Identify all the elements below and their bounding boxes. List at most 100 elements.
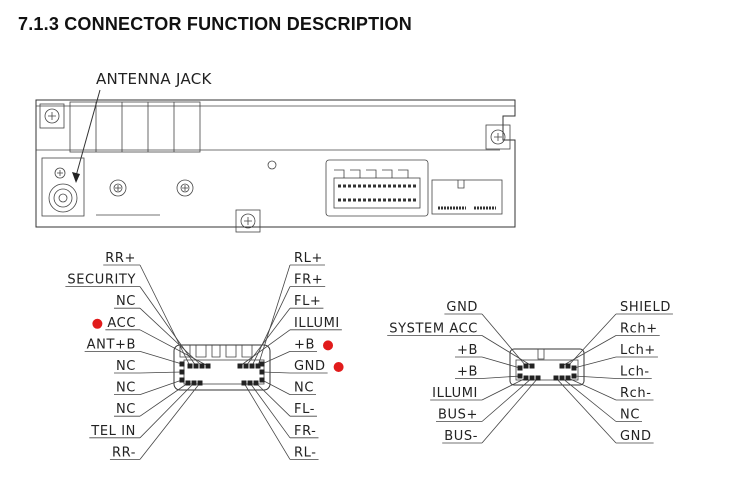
pin-marker [517,365,523,371]
leader-line [139,351,183,365]
pin-marker [535,375,541,381]
conn-a-pin-label-right-frplus: FR+ [294,273,323,288]
pin-marker [247,380,253,386]
pin-marker [559,375,565,381]
conn-b-pin-label-left-plusb: +B [457,365,478,380]
leader-line [261,351,291,365]
connector-a-labels: RR+ SECURITY NC ACC ANT+B NC NC NC TEL IN RR- RL+ F… [67,251,344,460]
conn-b-pin-label-left-plusb: +B [457,343,478,358]
leader-line [481,356,521,369]
screw-icon [485,124,511,150]
conn-a-pin-label-left-nc: NC [116,402,136,417]
leader-line [567,377,617,401]
connector-a-leader-lines [65,264,342,460]
leader-line [481,375,521,379]
leader-line [139,382,195,439]
pin-marker [559,363,565,369]
conn-a-pin-label-right-rlplus: RL+ [294,251,323,266]
connector-b-leader-lines [387,313,673,444]
heatsink-fins [69,101,201,153]
conn-b-pin-label-right-nc: NC [620,408,640,423]
leader-line [139,264,191,367]
pin-marker [253,380,259,386]
conn-b-pin-label-left-gnd: GND [446,300,478,315]
leader-line [139,371,183,374]
highlight-dot [323,340,334,351]
leader-line [249,382,291,439]
pin-marker [255,363,261,369]
pin-marker [191,380,197,386]
screw-icon [39,103,65,129]
pin-marker [565,363,571,369]
pin-marker [565,375,571,381]
leader-line [139,379,183,395]
leader-line [555,377,617,444]
antenna-jack-label: ANTENNA JACK [96,70,213,88]
leader-line [257,264,291,367]
leader-line [481,377,533,422]
screw-icon [235,209,261,233]
screw-icon [176,179,194,197]
pin-marker [517,373,523,379]
leader-line [481,313,527,367]
conn-b-pin-label-right-shield: SHIELD [620,300,671,315]
page-title: 7.1.3 CONNECTOR FUNCTION DESCRIPTION [18,14,412,34]
pin-marker [571,373,577,379]
antenna-jack-icon [41,157,85,217]
pin-marker [241,380,247,386]
pin-marker [179,369,185,375]
conn-a-pin-label-left-rrplus: RR+ [105,251,136,266]
conn-b-pin-label-right-rchminus: Rch- [620,386,652,401]
pin-marker [571,365,577,371]
pin-marker [529,363,535,369]
conn-a-pin-label-left-acc: ACC [107,316,136,331]
conn-b-pin-label-left-system-acc: SYSTEM ACC [389,322,478,337]
connector-a-pins [179,361,265,386]
conn-a-pin-label-left-antplusb: ANT+B [87,337,136,352]
pin-marker [259,377,265,383]
leader-line [139,382,201,460]
pin-marker [197,380,203,386]
conn-a-pin-label-right-frminus: FR- [294,424,316,439]
conn-b-pin-label-right-lchminus: Lch- [620,365,650,380]
leader-line [255,382,291,417]
pin-marker [179,361,185,367]
conn-b-pin-label-right-rchplus: Rch+ [620,322,658,337]
conn-a-pin-label-left-nc: NC [116,359,136,374]
leader-line [139,286,197,367]
leader-line [139,329,209,367]
leader-line [243,382,291,460]
conn-a-pin-label-left-rrminus: RR- [112,445,136,460]
conn-a-pin-label-left-tel-in: TEL IN [90,424,136,439]
pin-marker [243,363,249,369]
pin-marker [529,375,535,381]
head-unit-rear-view [35,99,516,233]
pin-marker [259,369,265,375]
conn-a-pin-label-right-gnd: GND [294,359,326,374]
pin-marker [237,363,243,369]
leader-line [139,307,203,367]
pin-marker [193,363,199,369]
pin-marker [205,363,211,369]
conn-b-pin-label-right-lchplus: Lch+ [620,343,656,358]
pin-marker [185,380,191,386]
connector-b-pins [517,363,577,381]
conn-b-pin-label-right-gnd: GND [620,429,652,444]
pin-marker [523,375,529,381]
conn-b-pin-label-left-busplus: BUS+ [438,408,478,423]
pin-marker [249,363,255,369]
conn-a-pin-label-right-nc: NC [294,381,314,396]
antenna-arrow [72,89,101,183]
conn-b-pin-label-left-illumi: ILLUMI [432,386,478,401]
conn-a-pin-label-left-nc: NC [116,381,136,396]
leader-line [261,379,291,395]
leader-line [573,375,617,379]
leader-line [139,382,189,417]
pin-marker [259,361,265,367]
leader-line [239,329,291,367]
leader-line [573,356,617,369]
pin-marker [187,363,193,369]
conn-a-pin-label-right-flminus: FL- [294,402,315,417]
conn-a-pin-label-left-security: SECURITY [67,273,136,288]
